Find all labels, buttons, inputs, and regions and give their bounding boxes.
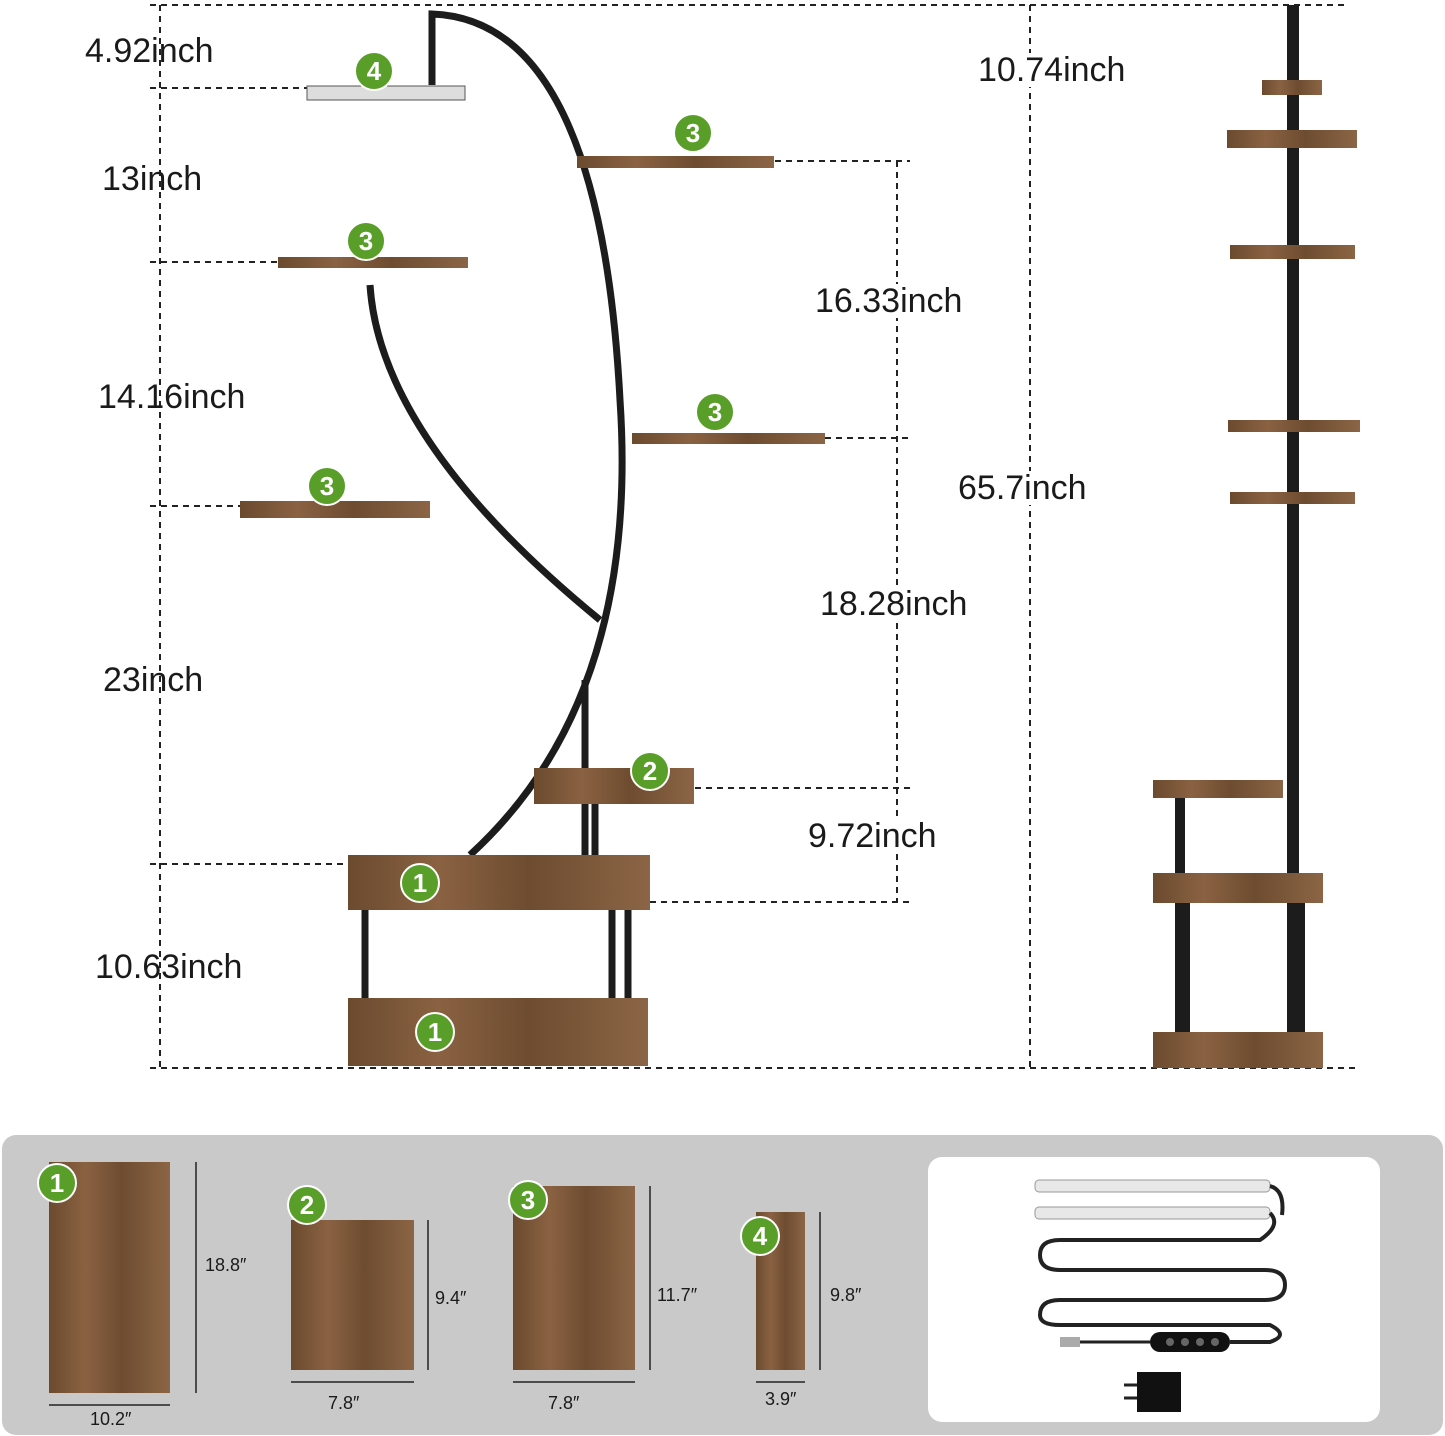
board-badge: 3	[508, 1180, 548, 1220]
board-3-width: 7.8″	[548, 1393, 580, 1413]
board-1-height: 18.8″	[205, 1255, 247, 1275]
shelf-badge: 1	[415, 1012, 455, 1052]
size-lines	[49, 1162, 821, 1406]
dim-shelf3-to-1: 23inch	[103, 661, 204, 699]
dim-base-height: 10.63inch	[95, 948, 243, 986]
board-badge: 1	[37, 1163, 77, 1203]
shelf-badge: 3	[307, 466, 347, 506]
shelf-badge: 3	[673, 113, 713, 153]
board-badge: 2	[287, 1185, 327, 1225]
dim-shelf3-to-3: 14.16inch	[98, 378, 246, 416]
board-2-width: 7.8″	[328, 1393, 360, 1413]
board-2	[291, 1220, 414, 1370]
shelf-badge: 3	[346, 221, 386, 261]
dim-total-height: 65.7inch	[958, 469, 1087, 507]
dim-depth: 10.74inch	[978, 51, 1126, 89]
side-view	[1153, 5, 1360, 1068]
dim-top-left: 4.92inch	[85, 32, 214, 70]
shelf-badge: 4	[354, 51, 394, 91]
board-1	[49, 1162, 170, 1393]
board-4-width: 3.9″	[765, 1389, 797, 1409]
controller-icon	[1150, 1332, 1230, 1352]
shelf-badge: 1	[400, 863, 440, 903]
board-2-height: 9.4″	[435, 1288, 467, 1308]
board-1-width: 10.2″	[90, 1409, 132, 1429]
front-shelves	[240, 85, 825, 1066]
dim-right-upper: 16.33inch	[815, 282, 963, 320]
board-badge: 4	[740, 1216, 780, 1256]
dim-right-middle: 18.28inch	[820, 585, 968, 623]
dim-right-lower: 9.72inch	[808, 817, 937, 855]
board-4-height: 9.8″	[830, 1285, 862, 1305]
shelf-badge: 2	[630, 751, 670, 791]
shelf-badge: 3	[695, 392, 735, 432]
dim-shelf4-to-3: 13inch	[102, 160, 203, 198]
usb-plug-icon	[1060, 1337, 1080, 1347]
board-3-height: 11.7″	[657, 1285, 698, 1305]
power-adapter-icon	[1137, 1372, 1181, 1412]
